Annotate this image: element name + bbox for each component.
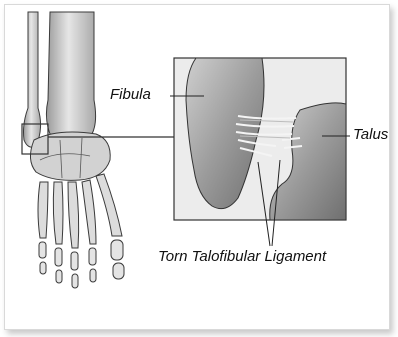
torn-ligament-label: Torn Talofibular Ligament (158, 248, 326, 265)
phalanges (39, 240, 124, 288)
fibula-label: Fibula (110, 86, 151, 103)
talus-label: Talus (353, 126, 388, 143)
zoom-panel (174, 58, 346, 220)
tibia-bone (46, 12, 95, 134)
tarsal-bones (30, 132, 110, 180)
fibula-bone-small (24, 12, 41, 147)
metatarsals (38, 174, 122, 248)
foot-skeleton (22, 12, 124, 288)
